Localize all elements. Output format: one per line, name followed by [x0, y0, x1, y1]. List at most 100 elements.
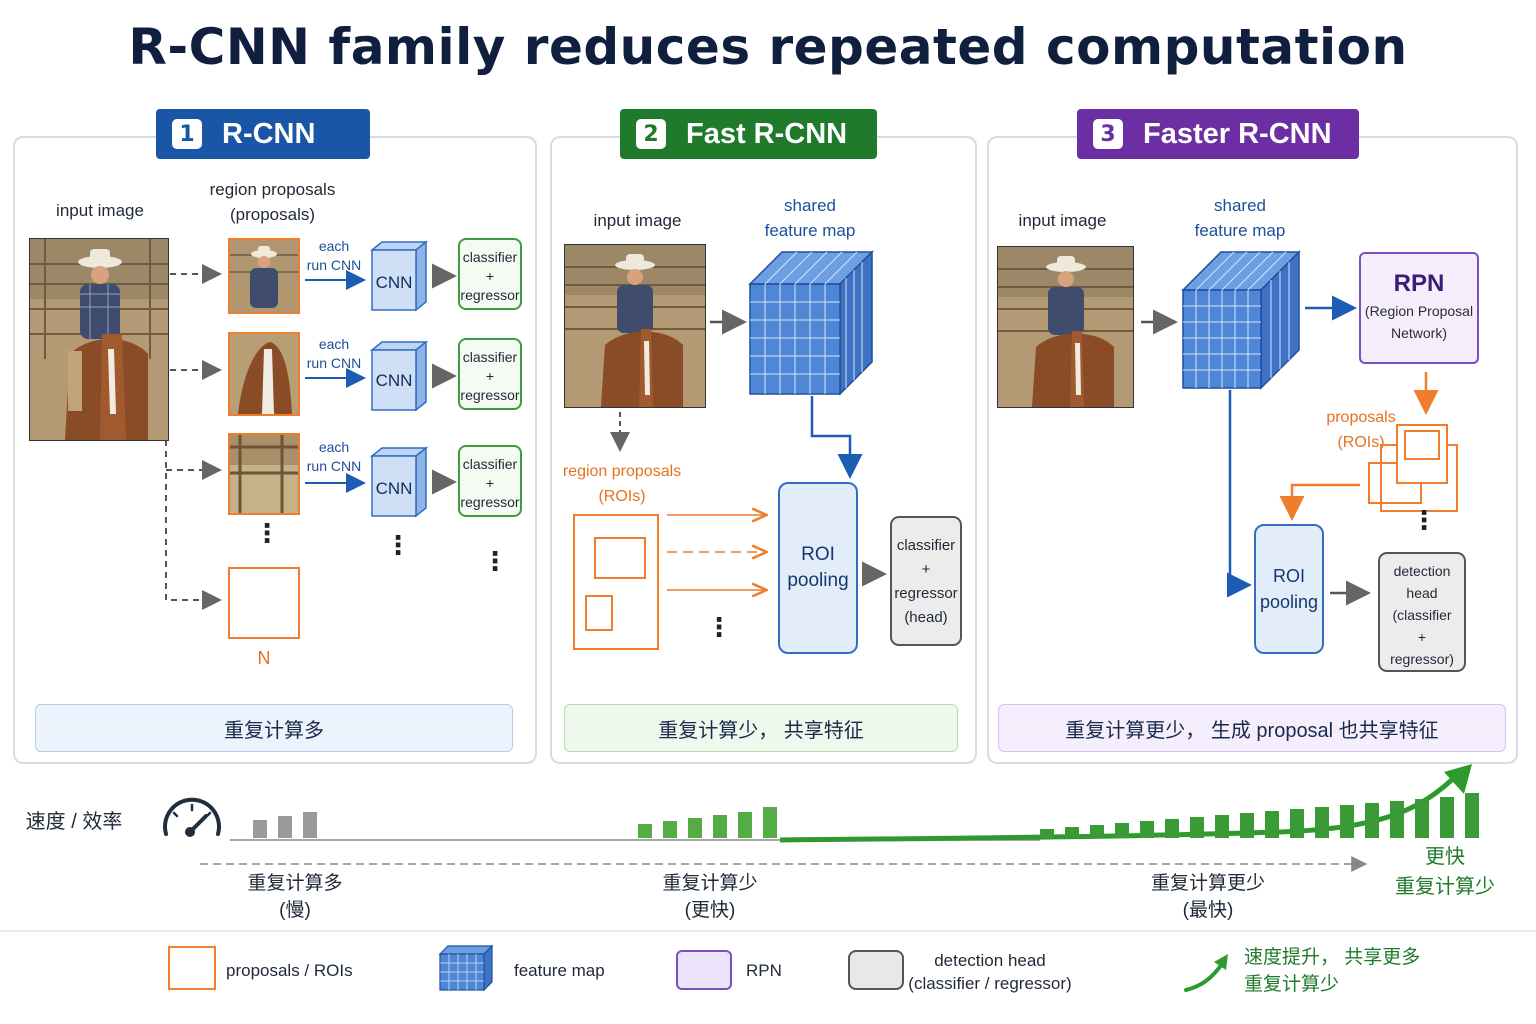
speed-bar [1265, 811, 1279, 838]
rcnn-cnn-box-2: CNN [370, 340, 428, 412]
speed-bar [688, 818, 702, 838]
photo-thumbnail [998, 247, 1133, 407]
speed-stage-text: 重复计算更少 [1150, 873, 1265, 894]
speed-stage-sub: (更快) [684, 900, 736, 921]
speed-bar [1315, 807, 1329, 838]
photo-thumbnail [230, 435, 298, 513]
badge-number: 3 [1093, 119, 1123, 149]
speed-stage-3: 重复计算更少 (最快) [1118, 870, 1298, 924]
legend-feature-swatch [438, 944, 494, 992]
faster-proposals-to-roi-arrow [1279, 483, 1360, 521]
fast-input-photo [564, 244, 706, 408]
speed-bar [763, 807, 777, 838]
faster-head: detection head (classifier + regressor) [1378, 552, 1466, 672]
speed-bar [1340, 805, 1354, 838]
speed-stage-2: 重复计算少 (更快) [630, 870, 790, 924]
rcnn-run-cnn-arrows [305, 270, 366, 493]
fast-feature-map [748, 250, 874, 396]
rcnn-proposal-n [228, 567, 300, 639]
badge-title: R-CNN [222, 117, 316, 150]
page-title: R-CNN family reduces repeated computatio… [128, 18, 1408, 76]
photo-thumbnail [565, 245, 705, 407]
speed-bar [1115, 823, 1129, 838]
speed-bar [663, 821, 677, 838]
speed-bar [1465, 793, 1479, 838]
speed-stage-text: 重复计算多 [247, 873, 343, 894]
rcnn-proposals-label: region proposals (proposals) [209, 180, 336, 224]
rcnn-cnn-box-3: CNN [370, 446, 428, 518]
rcnn-each-run-3: each run CNN [306, 439, 362, 474]
rcnn-proposal-3 [228, 433, 300, 515]
speed-bar [1090, 825, 1104, 838]
rcnn-head-arrows [432, 263, 457, 495]
speed-bar [1365, 803, 1379, 838]
speed-stage-text: 重复计算少 [662, 873, 758, 894]
speed-stage-sub: (最快) [1182, 900, 1234, 921]
rcnn-proposal-1 [228, 238, 300, 314]
photo-thumbnail [230, 240, 298, 312]
legend-proposals-label: proposals / ROIs [226, 961, 353, 980]
faster-feature-map [1181, 250, 1301, 390]
legend-rpn-swatch [676, 950, 732, 990]
speed-bar [1415, 799, 1429, 838]
rcnn-n-label: N [257, 648, 271, 668]
photo-thumbnail [230, 334, 298, 414]
legend-feature-label: feature map [514, 961, 605, 980]
speed-bar [1140, 821, 1154, 838]
badge-title: Fast R-CNN [686, 117, 848, 150]
fast-proposal-arrows [667, 515, 765, 590]
fast-roi-2 [585, 595, 613, 631]
photo-thumbnail [30, 239, 168, 440]
legend-arrow-label: 速度提升， 共享更多 重复计算少 [1244, 944, 1444, 998]
badge-faster-rcnn: 3 Faster R-CNN [1077, 109, 1359, 159]
faster-roi-pooling: ROI pooling [1254, 524, 1324, 654]
speed-bar [1065, 827, 1079, 838]
speed-curve-head [1444, 764, 1472, 794]
speed-bar [738, 812, 752, 838]
rcnn-head-1: classifier + regressor [458, 238, 522, 310]
faster-note: 重复计算更少， 生成 proposal 也共享特征 [998, 704, 1506, 752]
legend-arrow-line-2: 重复计算少 [1244, 974, 1340, 995]
fast-feature-to-roi-arrow [810, 396, 863, 479]
speed-bar [1190, 817, 1204, 838]
rcnn-dashed-branches [165, 264, 222, 610]
rcnn-input-label: input image [56, 201, 144, 220]
speed-bar [638, 824, 652, 838]
speed-bar [1290, 809, 1304, 838]
speed-bar [1390, 801, 1404, 838]
rcnn-head-2: classifier + regressor [458, 338, 522, 410]
speed-bar [1215, 815, 1229, 838]
fast-input-label: input image [593, 211, 682, 230]
speed-bar [253, 820, 267, 838]
rcnn-proposal-2 [228, 332, 300, 416]
rcnn-head-3: classifier + regressor [458, 445, 522, 517]
rcnn-proposals-ellipsis: ⋮ [254, 518, 280, 548]
rcnn-cnn-box-1: CNN [370, 240, 428, 312]
faster-input-photo [997, 246, 1134, 408]
fast-proposals-label: region proposals (ROIs) [562, 463, 682, 505]
speed-bar [1165, 819, 1179, 838]
faster-input-label: input image [1018, 211, 1107, 230]
rcnn-input-photo [29, 238, 169, 441]
rcnn-each-run-2: each run CNN [306, 336, 362, 371]
rcnn-note: 重复计算多 [35, 704, 513, 752]
badge-rcnn: 1 R-CNN [156, 109, 370, 159]
faster-roi-inner [1404, 430, 1440, 460]
speed-bar [303, 812, 317, 838]
fast-roi-1 [594, 537, 646, 579]
fast-roi-pooling: ROI pooling [778, 482, 858, 654]
cnn-label: CNN [375, 273, 413, 292]
speed-end-2: 重复计算少 [1395, 876, 1495, 898]
rpn-subtitle: (Region Proposal Network) [1364, 303, 1474, 341]
speed-stage-1: 重复计算多 (慢) [215, 870, 375, 924]
feature-map-cube [1181, 250, 1301, 390]
rcnn-head-ellipsis: ⋮ [482, 546, 508, 576]
faster-rpn-box: RPN (Region Proposal Network) [1359, 252, 1479, 364]
speed-label: 速度 / 效率 [25, 811, 123, 833]
legend-head-swatch [848, 950, 904, 990]
speed-end-1: 更快 [1425, 846, 1465, 868]
cnn-label: CNN [375, 479, 413, 498]
faster-feature-to-roi-arrow [1227, 390, 1252, 598]
badge-title: Faster R-CNN [1143, 117, 1332, 150]
